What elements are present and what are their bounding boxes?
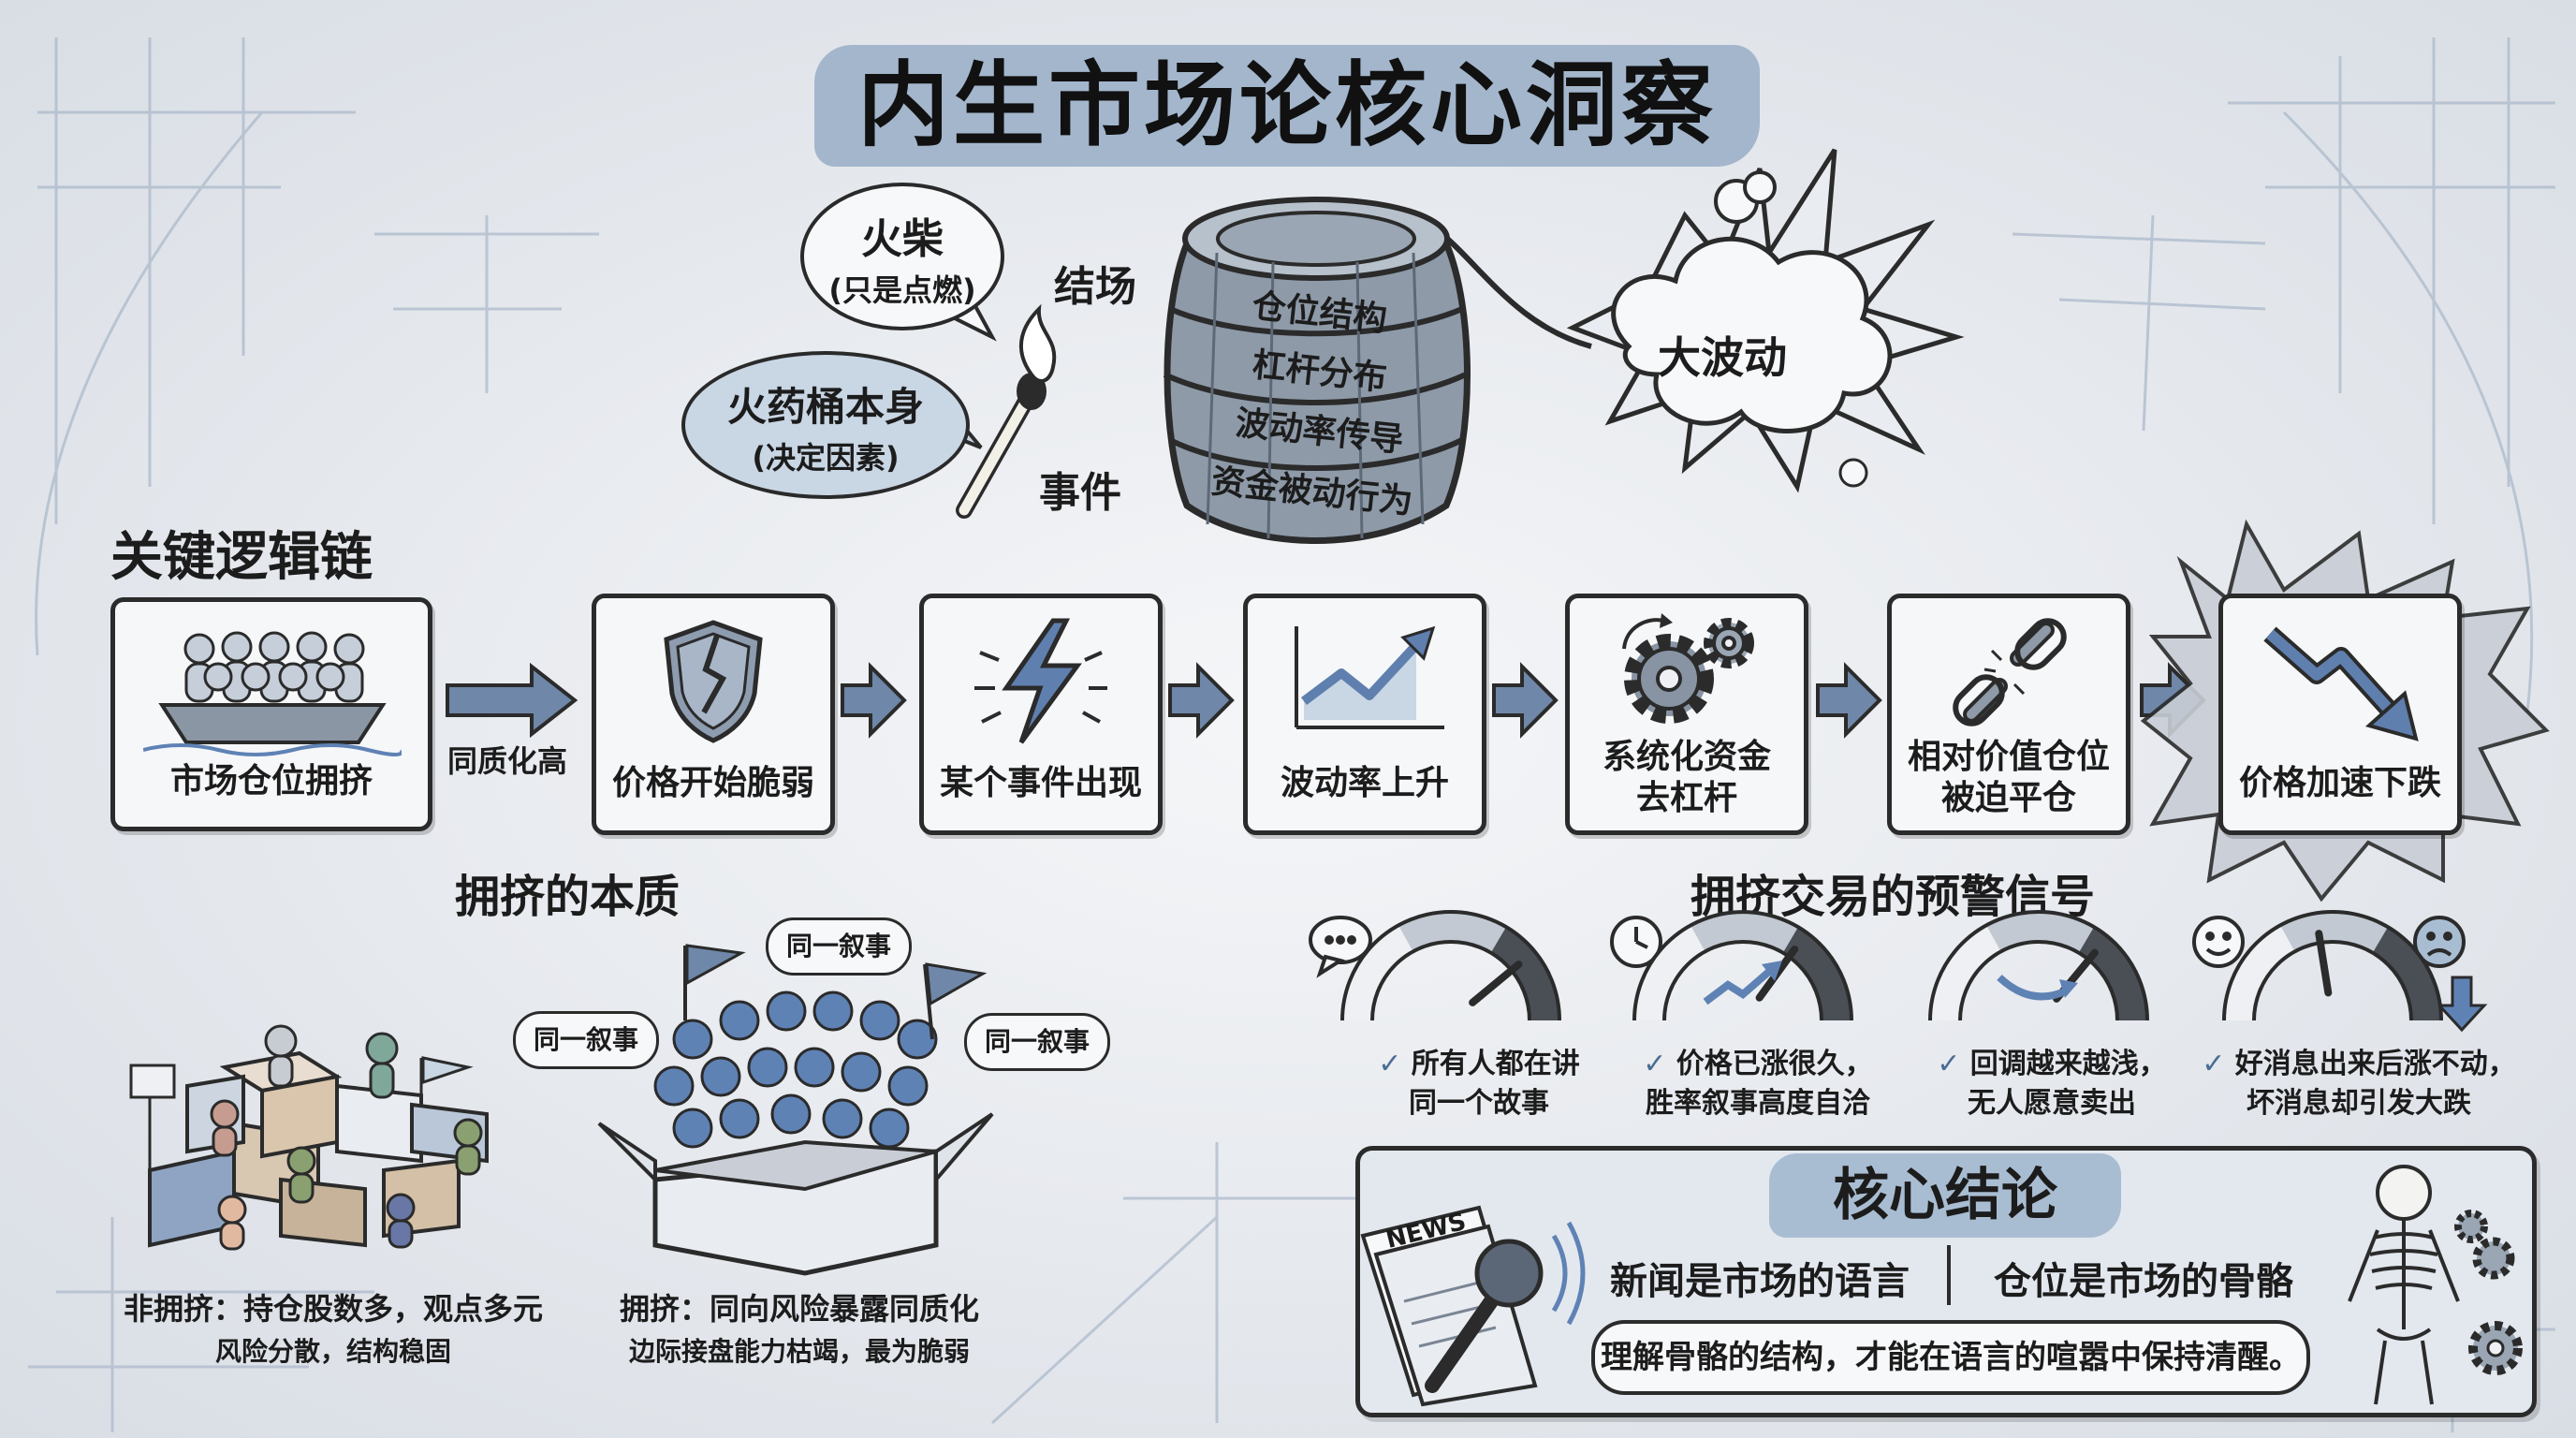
warning-1-line-1: 所有人都在讲 (1411, 1048, 1580, 1080)
crowded-boat-icon (143, 631, 402, 756)
falling-arrow-icon (2263, 626, 2419, 741)
gauge-trend-marks (1703, 961, 2078, 1005)
warning-2-line-2: 胜率叙事高度自洽 (1646, 1087, 1870, 1120)
chain-arrow-1 (446, 662, 578, 739)
chain-arrow-4 (1492, 662, 1559, 739)
chain-arrow-3 (1168, 662, 1235, 739)
non-crowded-caption-1: 非拥挤：持仓股数多，观点多元 (123, 1291, 543, 1327)
match-icon (956, 303, 1057, 519)
chain-step-1-label: 市场仓位拥挤 (169, 762, 373, 800)
narrative-tag-left: 同一叙事 (513, 1011, 659, 1069)
warning-gauge-3 (1928, 910, 2149, 1021)
clock-icon (1610, 916, 1662, 968)
warning-4-line-2: 坏消息却引发大跌 (2247, 1087, 2471, 1120)
conclusion-right-statement: 仓位是市场的骨骼 (1994, 1260, 2293, 1303)
warning-2-line-1: 价格已涨很久， (1676, 1048, 1873, 1080)
check-icon: ✓ (1643, 1048, 1667, 1080)
explosion-label: 大波动 (1658, 332, 1787, 383)
structure-label: 结场 (1054, 263, 1136, 311)
check-icon: ✓ (1378, 1048, 1402, 1080)
speech-bubble-icon (1309, 916, 1372, 978)
page-title: 内生市场论核心洞察 (856, 52, 1717, 159)
explosion-icon (1566, 148, 1965, 493)
crowded-caption-2: 边际接盘能力枯竭，最为脆弱 (628, 1336, 970, 1367)
conclusion-title-highlight (1769, 1153, 2121, 1238)
match-bubble-subtitle: (只是点燃) (828, 272, 976, 308)
keg-bubble-subtitle: (决定因素) (752, 440, 900, 476)
warning-2: ✓ 价格已涨很久， 胜率叙事高度自洽 (1608, 1045, 1908, 1123)
skeleton-icon (2348, 1165, 2460, 1405)
chain-step-5: 系统化资金 去杠杆 (1565, 594, 1808, 835)
match-bubble: 火柴 (只是点燃) (800, 183, 1004, 330)
small-gears-icon (2454, 1210, 2523, 1375)
check-icon: ✓ (1937, 1048, 1961, 1080)
chain-step-6-label-2: 被迫平仓 (1940, 779, 2076, 817)
powder-keg-icon (1163, 197, 1471, 544)
warning-gauge-2 (1632, 910, 1853, 1021)
broken-chain-icon (1953, 618, 2067, 726)
chain-step-2-label: 价格开始脆弱 (611, 764, 814, 802)
chain-step-5-label-1: 系统化资金 (1602, 738, 1771, 776)
chain-arrow-2 (841, 662, 907, 739)
chain-step-7: 价格加速下跌 (2218, 594, 2462, 835)
keg-bubble-title: 火药桶本身 (726, 384, 924, 430)
warning-3-line-2: 无人愿意卖出 (1968, 1087, 2136, 1120)
conclusion-footer: 理解骨骼的结构，才能在语言的喧嚣中保持清醒。 (1591, 1320, 2310, 1395)
match-bubble-title: 火柴 (861, 215, 944, 263)
narrative-tag-top: 同一叙事 (766, 917, 912, 976)
warning-1-line-2: 同一个故事 (1409, 1087, 1549, 1120)
chain-step-3-label: 某个事件出现 (939, 764, 1142, 802)
warning-gauge-1 (1340, 910, 1561, 1021)
lightning-icon (974, 618, 1107, 744)
chain-arrow-5 (1816, 662, 1882, 739)
warning-4-line-1: 好消息出来后涨不动， (2234, 1048, 2516, 1080)
conclusion-left-statement: 新闻是市场的语言 (1610, 1260, 1910, 1303)
warning-4: ✓ 好消息出来后涨不动， 坏消息却引发大跌 (2181, 1045, 2537, 1123)
rising-chart-icon (1295, 625, 1444, 729)
chain-step-6: 相对价值仓位 被迫平仓 (1887, 594, 2130, 835)
sad-face-icon (2413, 916, 2466, 968)
crowded-box-icon (597, 944, 994, 1276)
warning-3: ✓ 回调越来越浅， 无人愿意卖出 (1902, 1045, 2202, 1123)
down-arrow-icon (2436, 976, 2488, 1033)
warning-3-line-1: 回调越来越浅， (1969, 1048, 2167, 1080)
gauge-needle (1469, 961, 1523, 1006)
event-label: 事件 (1039, 469, 1121, 517)
chain-step-3: 某个事件出现 (919, 594, 1163, 835)
gauge-needle (2315, 930, 2333, 997)
chain-step-6-label-1: 相对价值仓位 (1907, 738, 2110, 776)
chain-step-7-label: 价格加速下跌 (2238, 764, 2441, 802)
chain-step-4: 波动率上升 (1243, 594, 1486, 835)
conclusion-title: 核心结论 (1833, 1163, 2057, 1228)
chain-arrow-label: 同质化高 (447, 743, 568, 779)
newspaper-microphone-icon (1360, 1205, 1586, 1407)
crowded-caption-1: 拥挤：同向风险暴露同质化 (619, 1291, 979, 1327)
chain-step-5-label-2: 去杠杆 (1635, 779, 1737, 817)
keg-bubble: 火药桶本身 (决定因素) (681, 351, 970, 499)
individual-figures-icon (129, 1024, 483, 1251)
gears-icon (1622, 613, 1754, 724)
chain-step-1: 市场仓位拥挤 (110, 597, 432, 831)
chain-step-4-label: 波动率上升 (1280, 764, 1449, 802)
title-highlight (814, 45, 1760, 167)
chain-step-2: 价格开始脆弱 (592, 594, 835, 835)
crowding-heading: 拥挤的本质 (455, 871, 681, 923)
warning-1: ✓ 所有人都在讲 同一个故事 (1329, 1045, 1629, 1123)
cracked-shield-icon (664, 620, 763, 743)
narrative-tag-right: 同一叙事 (964, 1013, 1110, 1071)
happy-face-icon (2192, 916, 2245, 968)
warning-gauge-4 (2222, 910, 2443, 1021)
chain-heading: 关键逻辑链 (110, 527, 373, 588)
check-icon: ✓ (2202, 1048, 2226, 1080)
non-crowded-caption-2: 风险分散，结构稳固 (214, 1336, 451, 1367)
